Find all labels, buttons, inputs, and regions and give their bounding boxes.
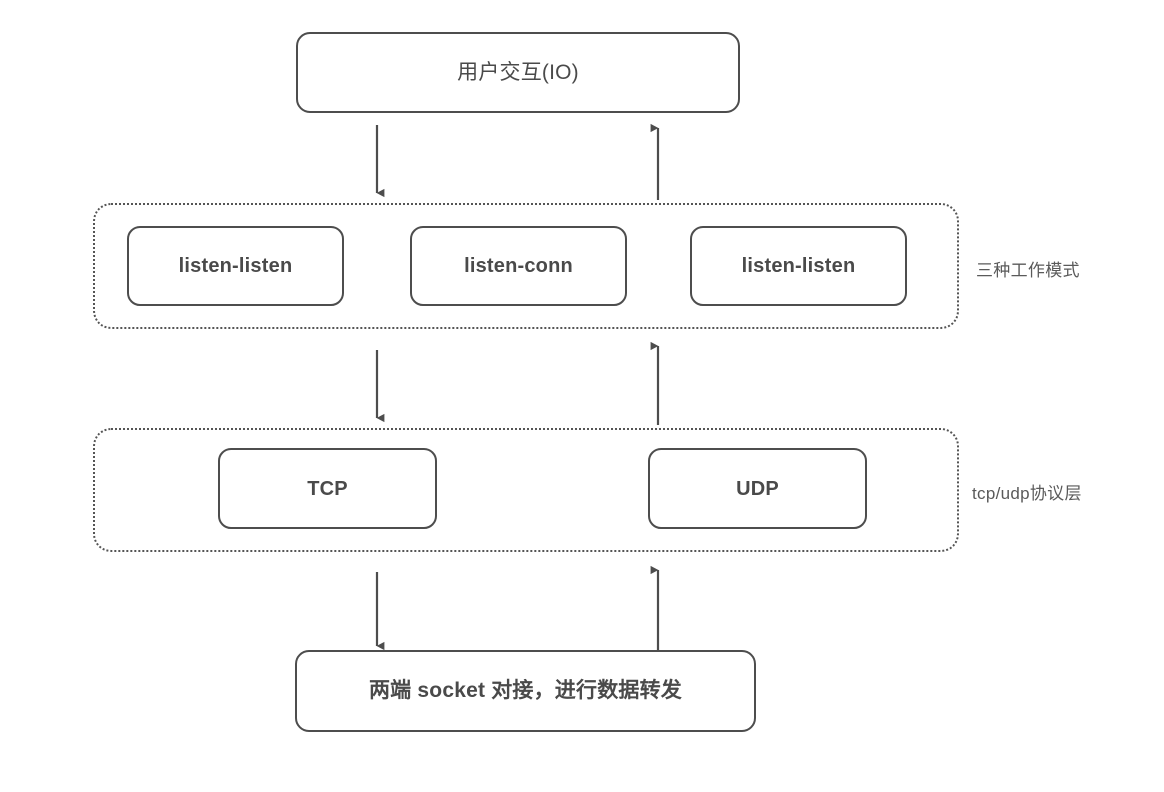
node-listen-listen-right[interactable]: listen-listen xyxy=(690,226,907,306)
node-tcp[interactable]: TCP xyxy=(218,448,437,529)
group-tcp-udp-protocol xyxy=(93,428,959,552)
group-label-tcp-udp-protocol: tcp/udp协议层 xyxy=(972,484,1082,503)
node-listen-conn[interactable]: listen-conn xyxy=(410,226,627,306)
node-label: TCP xyxy=(307,477,348,500)
node-label: UDP xyxy=(736,477,779,500)
group-working-modes xyxy=(93,203,959,329)
node-label: 两端 socket 对接，进行数据转发 xyxy=(368,679,682,703)
node-label: listen-listen xyxy=(178,255,293,277)
node-listen-listen-left[interactable]: listen-listen xyxy=(127,226,344,306)
node-label: listen-conn xyxy=(464,255,573,277)
node-label: listen-listen xyxy=(741,255,856,277)
node-user-interaction-io[interactable]: 用户交互(IO) xyxy=(296,32,740,113)
node-label: 用户交互(IO) xyxy=(457,60,579,84)
node-socket-forwarding[interactable]: 两端 socket 对接，进行数据转发 xyxy=(295,650,756,732)
group-label-working-modes: 三种工作模式 xyxy=(976,261,1080,280)
node-udp[interactable]: UDP xyxy=(648,448,867,529)
